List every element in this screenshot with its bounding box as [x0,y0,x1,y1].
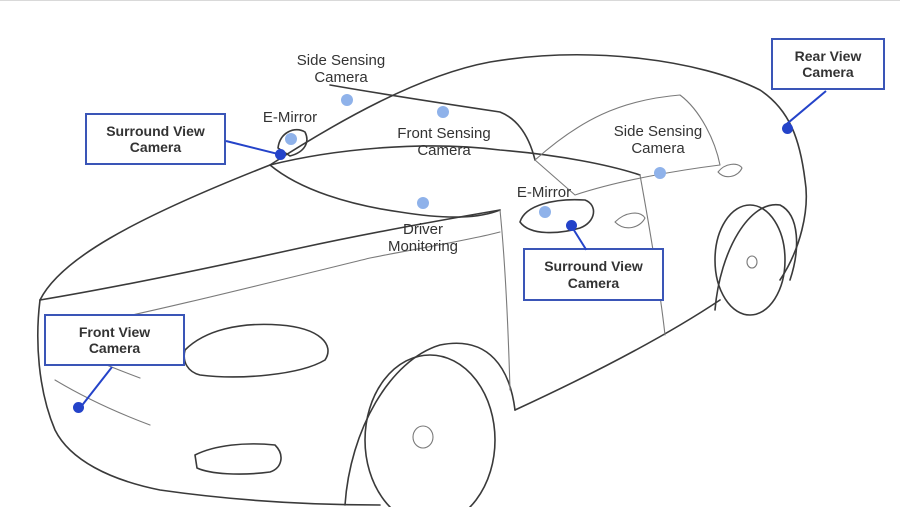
e-mirror-side-marker [539,206,551,218]
label-line: Camera [802,64,854,80]
windshield-outline [269,84,536,218]
label-line: Surround View [544,258,643,275]
label-driver-monitoring: Driver Monitoring [375,221,471,256]
label-line: Side Sensing [296,52,386,69]
label-front-sensing-camera: Front Sensing Camera [388,125,500,160]
car-roof-line [269,145,641,176]
surround-view-camera-right-marker [566,220,577,231]
front-sensing-camera-marker [437,106,449,118]
e-mirror-front-marker [285,133,297,145]
driver-monitoring-marker [417,197,429,209]
side-sensing-camera-rear-marker [654,167,666,179]
side-sensing-camera-front-marker [341,94,353,106]
front-wheel-arch [344,342,516,506]
rear-wheel [714,204,786,316]
label-line: Camera [88,340,141,356]
label-e-mirror-front: E-Mirror [255,109,325,126]
front-bumper [37,299,381,506]
label-rear-view-camera: Rear View Camera [771,38,885,90]
label-line: Camera [567,274,620,291]
door-handle-rear [717,163,743,178]
hood-outline [39,209,501,301]
label-line: Side Sensing [613,123,703,140]
side-window [534,94,721,196]
label-line: E-Mirror [262,109,318,126]
label-surround-view-camera-right: Surround View Camera [523,248,664,301]
fog-light-outline [194,443,282,475]
label-line: Camera [631,140,685,158]
top-e-mirror-shape [277,128,308,157]
label-line: Monitoring [387,238,459,256]
rear-wheel-hub [746,255,758,269]
label-line: Front View [78,323,151,340]
label-side-sensing-camera-rear: Side Sensing Camera [606,123,710,158]
label-line: Camera [314,69,368,87]
front-view-camera-marker [73,402,84,413]
label-line: Surround View [106,122,205,139]
label-front-view-camera: Front View Camera [44,314,185,366]
rear-view-camera-marker [782,123,793,134]
surround-view-camera-left-marker [275,149,286,160]
car-body-outline [39,54,808,301]
front-wheel [364,354,496,507]
top-divider [0,0,900,1]
side-sill-line [514,299,721,411]
rear-wheel-arch [714,204,798,311]
label-line: Camera [129,139,182,155]
door-line-front [499,209,511,391]
headlight-outline [183,323,329,378]
front-wheel-hub [412,425,434,449]
label-e-mirror-side: E-Mirror [509,184,579,201]
label-surround-view-camera-left: Surround View Camera [85,113,226,165]
side-mirror-shape [519,198,595,234]
label-line: Front Sensing [397,125,491,142]
label-line: E-Mirror [516,184,572,201]
label-line: Rear View [794,47,862,64]
label-side-sensing-camera-front: Side Sensing Camera [289,52,393,87]
label-line: Camera [417,142,471,160]
door-handle-front [614,212,646,229]
label-line: Driver [403,221,443,238]
